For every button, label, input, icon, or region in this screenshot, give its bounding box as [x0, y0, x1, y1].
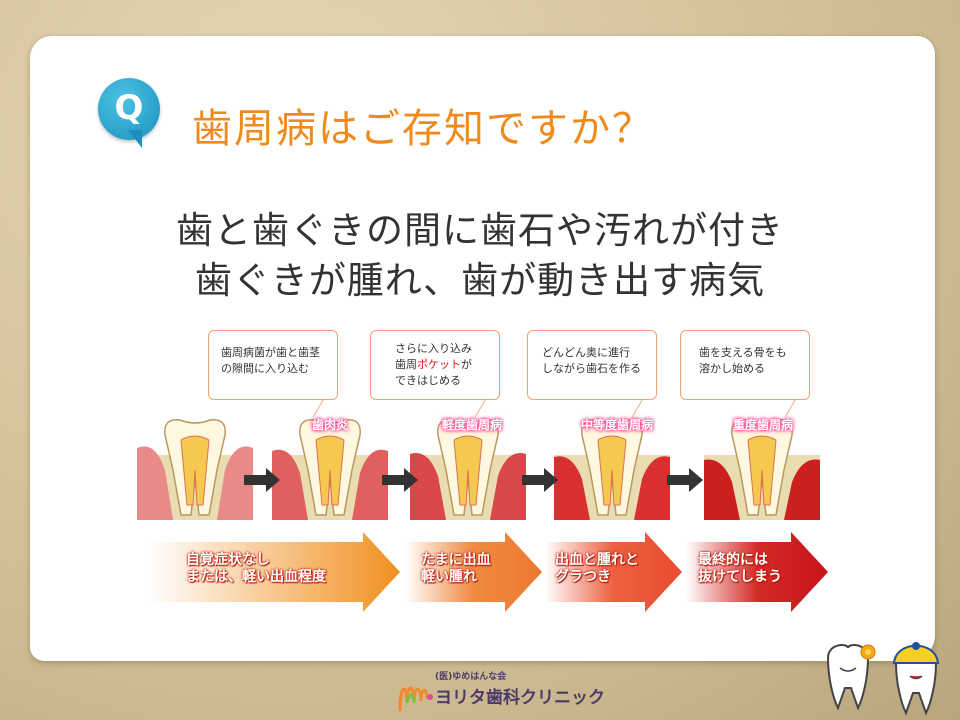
bubble-text: 溶かし始める: [699, 362, 765, 375]
logo-org: (医)ゆめはんな会: [435, 672, 507, 682]
logo-swirl-icon: [398, 686, 433, 712]
bubble-text: 歯周病菌が歯と歯茎: [221, 346, 320, 359]
tooth-pulp: [180, 435, 210, 506]
tooth-pulp: [315, 435, 345, 506]
bubble-text: どんどん奥に進行: [542, 346, 630, 359]
lead-line-2: 歯ぐきが腫れ、歯が動き出す病気: [194, 259, 766, 302]
bubble-text: の隙間に入り込む: [221, 362, 309, 375]
gum: [272, 449, 388, 520]
symptom-line: または、軽い出血程度: [186, 569, 326, 585]
bubble-text: できはじめる: [395, 374, 461, 387]
gum: [554, 456, 670, 520]
tooth-pulp: [747, 435, 777, 506]
slide-title: 歯周病はご存知ですか？: [192, 106, 654, 152]
callout-bubble: 歯周病菌が歯と歯茎の隙間に入り込む: [208, 330, 338, 400]
symptom-arrow: たまに出血軽い腫れ: [405, 532, 545, 612]
symptom-arrow: 最終的には抜けてしまう: [686, 532, 831, 612]
symptom-line: 抜けてしまう: [698, 569, 782, 585]
symptom-text: たまに出血軽い腫れ: [421, 552, 491, 586]
tooth-mascots-icon: [826, 642, 940, 716]
callout-bubble: さらに入り込み歯周ポケットができはじめる: [370, 330, 500, 400]
arrow-icon: [382, 468, 418, 492]
bubble-text: しながら歯石を作る: [542, 362, 641, 375]
question-badge-icon: Q: [98, 78, 160, 148]
bubble-text: さらに入り込み: [395, 342, 472, 355]
symptom-line: 軽い腫れ: [421, 569, 477, 585]
arrow-icon: [244, 468, 280, 492]
stage-label: 軽度歯周病: [442, 418, 503, 432]
badge-letter: Q: [114, 88, 144, 128]
stage-label: 中等度歯周病: [581, 418, 654, 432]
stage-label: 重度歯周病: [733, 418, 794, 432]
tooth-pulp: [597, 435, 627, 506]
stage-label: 歯肉炎: [312, 418, 349, 432]
lead-line-1: 歯と歯ぐきの間に歯石や汚れが付き: [176, 209, 784, 252]
bubble-text: 歯周ポケットが: [395, 357, 499, 373]
symptom-line: グラつき: [555, 569, 611, 585]
callout-bubble: 歯を支える骨をも溶かし始める: [680, 330, 810, 400]
arrow-icon: [522, 468, 558, 492]
bubble-text: 歯を支える骨をも: [699, 346, 787, 359]
arrow-icon: [667, 468, 703, 492]
tooth-pulp: [453, 435, 483, 506]
callout-bubble: どんどん奥に進行しながら歯石を作る: [527, 330, 657, 400]
symptom-line: 出血と腫れと: [555, 552, 639, 568]
symptom-arrow: 出血と腫れとグラつき: [545, 532, 685, 612]
symptom-text: 最終的には抜けてしまう: [698, 552, 782, 586]
symptom-line: 自覚症状なし: [186, 552, 270, 568]
pocket-highlight: ポケット: [417, 358, 461, 371]
gum: [704, 459, 820, 520]
gum: [137, 446, 253, 520]
symptom-arrow: 自覚症状なしまたは、軽い出血程度: [148, 532, 403, 612]
bubble-text: が: [461, 358, 472, 371]
symptom-text: 自覚症状なしまたは、軽い出血程度: [186, 552, 326, 586]
logo-name: ヨリタ歯科クリニック: [435, 688, 605, 708]
bubble-text: 歯周: [395, 358, 417, 371]
symptom-line: 最終的には: [698, 552, 768, 568]
symptom-line: たまに出血: [421, 552, 491, 568]
symptom-text: 出血と腫れとグラつき: [555, 552, 639, 586]
gum: [410, 452, 526, 520]
